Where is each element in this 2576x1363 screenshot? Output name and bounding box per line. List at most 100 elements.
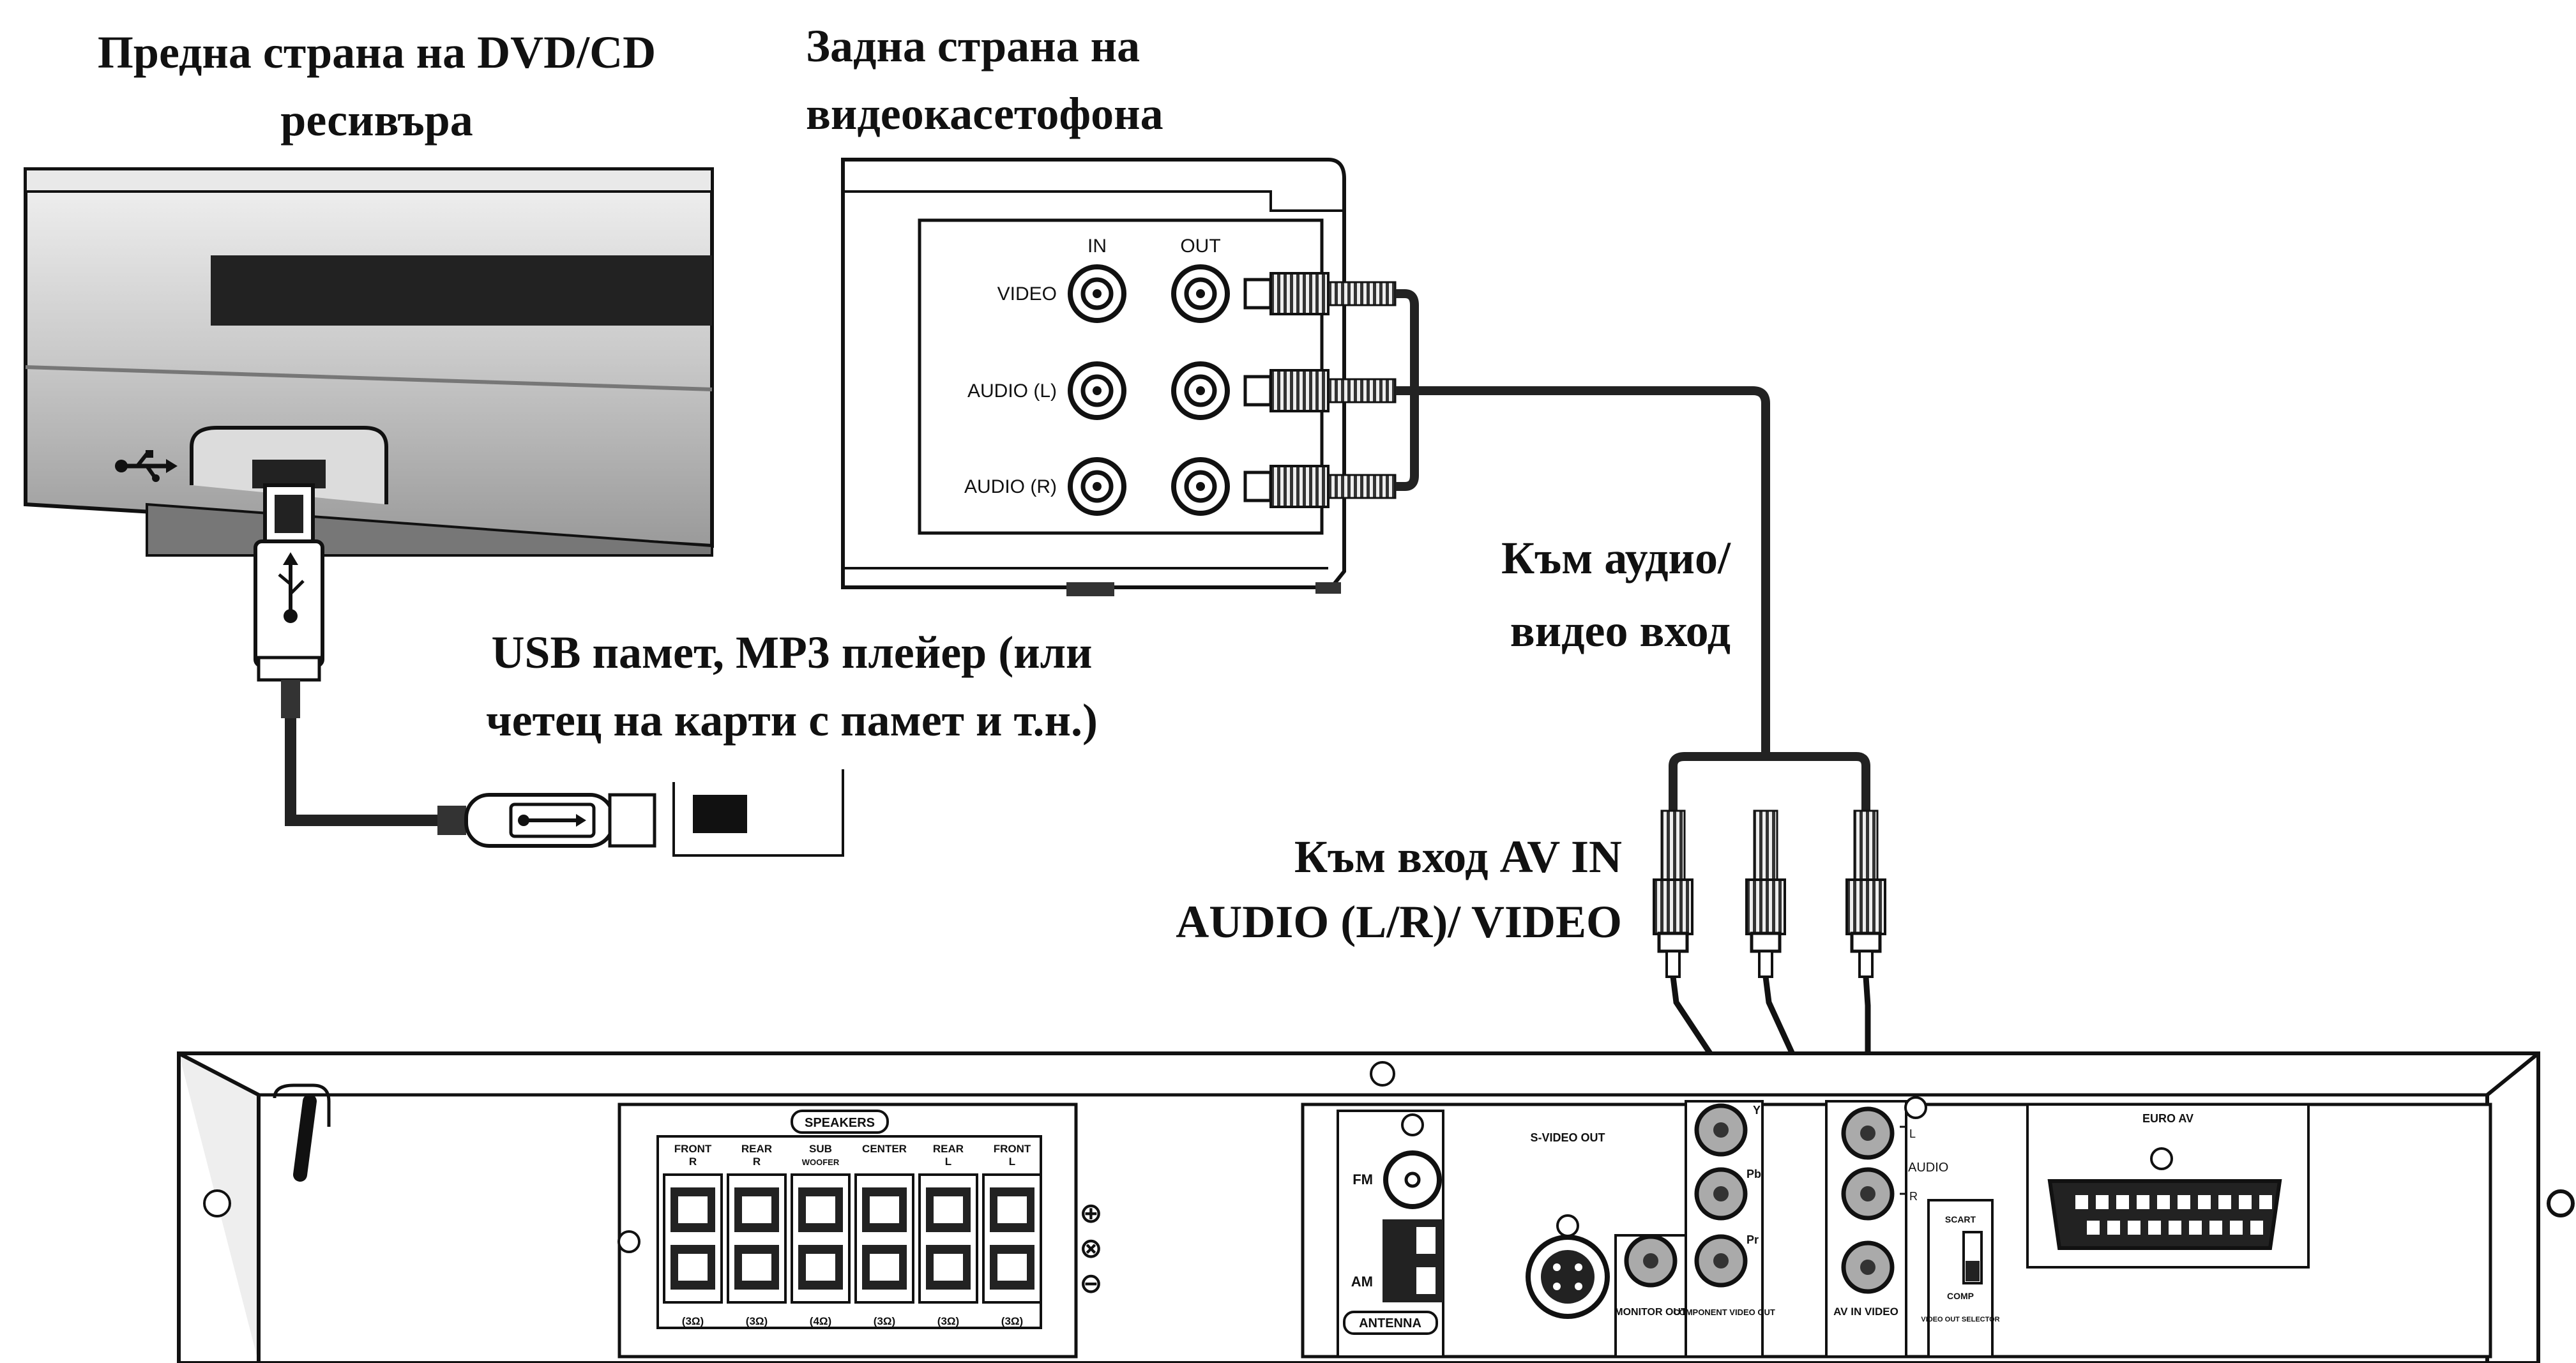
vcr-panel-text: IN OUT VIDEO AUDIO (L) AUDIO (R) (964, 236, 1221, 497)
receiver-panel-text: SPEAKERS ⊕ ⊗ ⊖ FM AM ANTENNA S-VIDEO OUT… (805, 1104, 2193, 1330)
rca-plug-2 (1745, 810, 1786, 978)
speaker-channel-label: L (1009, 1156, 1015, 1168)
speaker-terminal-3 (791, 1173, 851, 1304)
scart-pin (2209, 1221, 2222, 1235)
usb-cable (285, 718, 441, 826)
scart-pin (2096, 1195, 2109, 1209)
scart-pin (2239, 1195, 2252, 1209)
component-y-jack (1694, 1103, 1748, 1157)
scart-pin (2218, 1195, 2231, 1209)
antenna-label: ANTENNA (1359, 1316, 1421, 1330)
vcr-audio-l-label: AUDIO (L) (967, 380, 1057, 402)
usb-icon (115, 450, 178, 482)
speaker-terminals: FRONTR(3Ω)REARR(3Ω)SUBWOOFER(4Ω)CENTER(3… (663, 1143, 1042, 1327)
usb-memory-device (672, 769, 844, 857)
pr-label: Pr (1746, 1233, 1759, 1246)
scart-pin (2259, 1195, 2272, 1209)
speaker-channel-label: FRONT (674, 1143, 712, 1155)
component-pb-jack (1694, 1167, 1748, 1221)
av-cables (1395, 289, 1870, 817)
scart-pin (2178, 1195, 2190, 1209)
vcr-audio-l-in-jack (1068, 361, 1126, 420)
scart-pin (2087, 1221, 2100, 1235)
rca-plugs-receiver (1653, 810, 1886, 978)
component-video-out-label: COMPONENT VIDEO OUT (1673, 1307, 1775, 1317)
monitor-out-jack (1624, 1234, 1678, 1288)
dvd-receiver-front (24, 167, 714, 557)
speaker-channel-label: REAR (933, 1143, 964, 1155)
scart-pin (2250, 1221, 2263, 1235)
minus-sign: ⊖ (1079, 1268, 1103, 1299)
rca-plug-1 (1653, 810, 1693, 978)
audio-l-label: L (1909, 1127, 1916, 1140)
audio-video-in-label-2: видео вход (1510, 605, 1731, 656)
dvd-front-label-2: ресивъра (280, 94, 473, 146)
rca-plug-audio-r-vcr (1243, 465, 1397, 508)
speaker-channel-label: SUB (809, 1143, 832, 1155)
scart-pin (2198, 1195, 2211, 1209)
speaker-channel-label: WOOFER (802, 1157, 840, 1167)
rca-plug-3 (1845, 810, 1886, 978)
speaker-impedance-label: (4Ω) (810, 1315, 831, 1327)
vcr-video-label: VIDEO (997, 283, 1057, 305)
vcr-out-label: OUT (1180, 236, 1220, 257)
euro-av-label: EURO AV (2142, 1112, 2193, 1125)
speaker-channel-label: REAR (741, 1143, 772, 1155)
speaker-terminal-5 (918, 1173, 978, 1304)
speaker-channel-label: R (689, 1156, 697, 1168)
video-out-selector-label: VIDEO OUT SELECTOR (1921, 1316, 1999, 1323)
scart-pin (2157, 1195, 2170, 1209)
vcr-audio-r-in-jack (1068, 457, 1126, 516)
plus-sign: ⊕ (1079, 1198, 1103, 1229)
scart-pin (2075, 1195, 2088, 1209)
dvd-front-label-1: Предна страна на DVD/CD (97, 27, 656, 78)
audio-r-label: R (1909, 1190, 1918, 1203)
scart-label: SCART (1945, 1214, 1976, 1224)
audio-video-in-label-1: Към аудио/ (1501, 532, 1731, 584)
pb-label: Pb (1746, 1168, 1761, 1180)
usb-device-label-1: USB памет, MP3 плейер (или (491, 627, 1093, 678)
comp-label: COMP (1947, 1291, 1974, 1301)
scart-pins (2075, 1195, 2272, 1235)
vcr-audio-r-out-jack (1171, 457, 1230, 516)
scart-pin (2128, 1221, 2140, 1235)
speaker-channel-label: R (753, 1156, 761, 1168)
audio-label: AUDIO (1908, 1161, 1948, 1175)
scart-pin (2189, 1221, 2202, 1235)
scart-pin (2116, 1195, 2129, 1209)
rca-plugs-vcr (1243, 272, 1397, 508)
usb-device-plug (437, 793, 656, 848)
scart-pin (2169, 1221, 2181, 1235)
speaker-channel-label: FRONT (994, 1143, 1031, 1155)
am-label: AM (1351, 1274, 1373, 1290)
speaker-terminal-6 (982, 1173, 1042, 1304)
speaker-impedance-label: (3Ω) (874, 1315, 895, 1327)
av-in-audio-l-jack (1841, 1106, 1895, 1160)
usb-cable-plug (254, 483, 324, 718)
speaker-terminal-2 (727, 1173, 787, 1304)
vcr-audio-r-label: AUDIO (R) (964, 476, 1057, 497)
vcr-back-label-2: видеокасетофона (806, 88, 1163, 139)
rca-plug-video-vcr (1243, 272, 1397, 315)
speaker-terminal-1 (663, 1173, 723, 1304)
cross-sign: ⊗ (1079, 1233, 1103, 1264)
vcr-back-label-1: Задна страна на (806, 20, 1140, 72)
usb-device-label-2: четец на карти с памет и т.н.) (486, 695, 1098, 746)
speaker-impedance-label: (3Ω) (682, 1315, 704, 1327)
av-in-label-2: AUDIO (L/R)/ VIDEO (1176, 896, 1622, 947)
speaker-impedance-label: (3Ω) (937, 1315, 959, 1327)
y-label: Y (1753, 1104, 1761, 1117)
scart-pin (2230, 1221, 2243, 1235)
speaker-channel-label: CENTER (862, 1143, 907, 1155)
av-in-audio-r-jack (1841, 1167, 1895, 1221)
vcr-video-in-jack (1068, 264, 1126, 323)
fm-label: FM (1352, 1171, 1373, 1187)
vcr-audio-l-out-jack (1171, 361, 1230, 420)
monitor-out-label: MONITOR OUT (1614, 1307, 1687, 1318)
speaker-impedance-label: (3Ω) (746, 1315, 768, 1327)
s-video-out-label: S-VIDEO OUT (1530, 1131, 1605, 1144)
disc-tray-slot (211, 255, 712, 326)
scart-pin (2107, 1221, 2120, 1235)
component-pr-jack (1694, 1234, 1748, 1288)
